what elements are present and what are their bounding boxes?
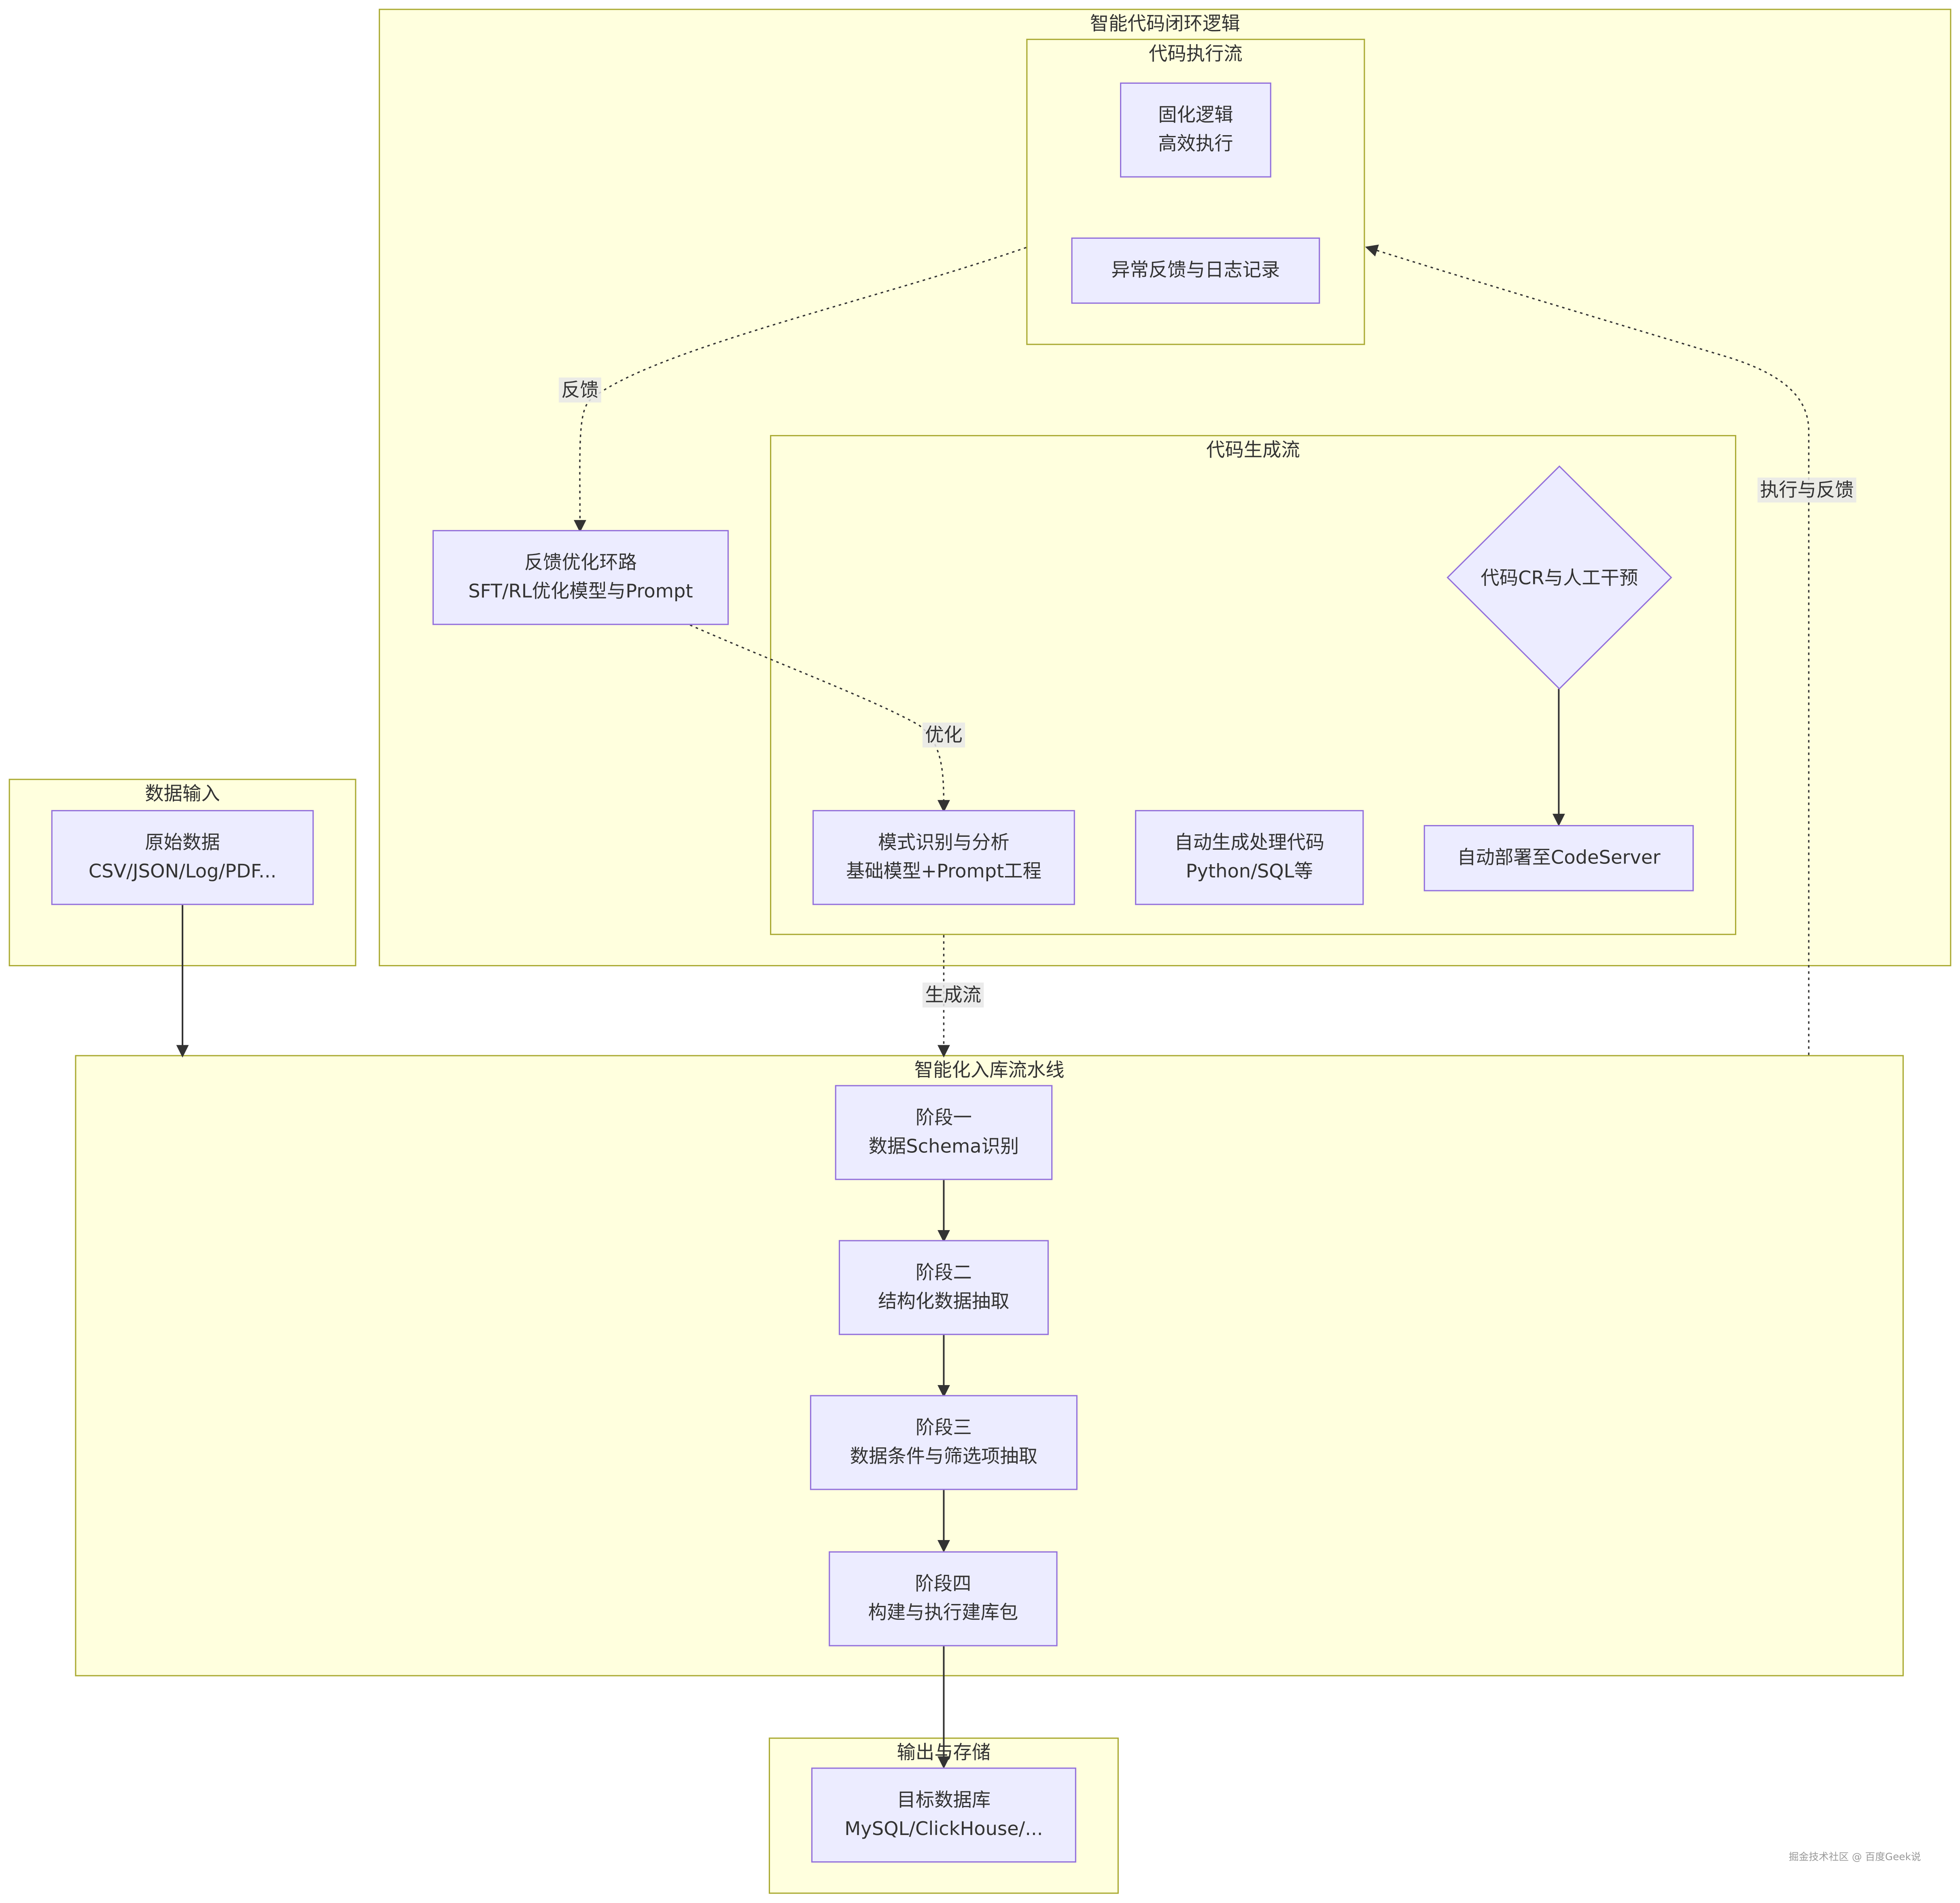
node-stage3-line2: 数据条件与筛选项抽取 xyxy=(850,1445,1038,1468)
node-stage2: 阶段二 结构化数据抽取 xyxy=(838,1240,1049,1335)
node-autogen-line1: 自动生成处理代码 xyxy=(1174,831,1325,854)
cluster-title-exec-flow: 代码执行流 xyxy=(1149,42,1243,65)
watermark-text: 掘金技术社区 @ 百度Geek说 xyxy=(1788,1851,1921,1863)
node-fixed-logic-line1: 固化逻辑 xyxy=(1158,104,1233,127)
node-exception-log-line1: 异常反馈与日志记录 xyxy=(1111,259,1280,282)
node-pattern-line2: 基础模型+Prompt工程 xyxy=(846,860,1042,883)
node-pattern: 模式识别与分析 基础模型+Prompt工程 xyxy=(812,810,1075,905)
node-autogen-line2: Python/SQL等 xyxy=(1186,860,1313,883)
cluster-title-closed-loop: 智能代码闭环逻辑 xyxy=(1090,12,1240,35)
node-feedback-loop-line1: 反馈优化环路 xyxy=(524,551,637,574)
node-stage2-line1: 阶段二 xyxy=(915,1261,972,1284)
node-raw-data-line2: CSV/JSON/Log/PDF... xyxy=(88,860,277,883)
node-stage4-line2: 构建与执行建库包 xyxy=(868,1601,1018,1624)
cluster-title-pipeline: 智能化入库流水线 xyxy=(914,1059,1065,1082)
node-feedback-loop-line2: SFT/RL优化模型与Prompt xyxy=(468,580,693,603)
cluster-title-data-input: 数据输入 xyxy=(145,782,220,805)
node-raw-data: 原始数据 CSV/JSON/Log/PDF... xyxy=(51,810,314,905)
node-stage1-line1: 阶段一 xyxy=(915,1106,972,1129)
node-stage3-line1: 阶段三 xyxy=(915,1416,972,1439)
node-fixed-logic-line2: 高效执行 xyxy=(1158,132,1233,155)
edge-label-optimize: 优化 xyxy=(922,722,965,748)
node-target-db: 目标数据库 MySQL/ClickHouse/... xyxy=(811,1767,1076,1863)
node-deploy-line1: 自动部署至CodeServer xyxy=(1457,846,1661,869)
node-stage1-line2: 数据Schema识别 xyxy=(868,1135,1019,1158)
node-stage4-line1: 阶段四 xyxy=(915,1572,972,1595)
node-code-cr: 代码CR与人工干预 xyxy=(1446,465,1672,690)
cluster-title-gen-flow: 代码生成流 xyxy=(1206,439,1300,461)
node-stage1: 阶段一 数据Schema识别 xyxy=(835,1085,1053,1180)
node-fixed-logic: 固化逻辑 高效执行 xyxy=(1120,82,1271,178)
node-code-cr-label: 代码CR与人工干预 xyxy=(1481,566,1638,590)
node-stage2-line2: 结构化数据抽取 xyxy=(878,1290,1010,1313)
node-pattern-line1: 模式识别与分析 xyxy=(878,831,1010,854)
node-autogen: 自动生成处理代码 Python/SQL等 xyxy=(1135,810,1364,905)
node-stage4: 阶段四 构建与执行建库包 xyxy=(829,1551,1058,1646)
node-feedback-loop: 反馈优化环路 SFT/RL优化模型与Prompt xyxy=(432,530,729,625)
node-target-db-line2: MySQL/ClickHouse/... xyxy=(844,1817,1043,1840)
edge-feedback xyxy=(573,247,1027,533)
edge-label-feedback: 反馈 xyxy=(558,377,602,403)
edge-label-generate: 生成流 xyxy=(922,982,984,1008)
node-raw-data-line1: 原始数据 xyxy=(145,831,220,854)
edge-optimize xyxy=(689,624,950,813)
node-exception-log: 异常反馈与日志记录 xyxy=(1071,237,1320,304)
decision-diamond-shape xyxy=(1447,465,1672,690)
edge-exec-feedback xyxy=(1365,244,1809,1055)
edge-label-exec-feedback: 执行与反馈 xyxy=(1757,477,1856,503)
node-target-db-line1: 目标数据库 xyxy=(897,1788,991,1812)
node-stage3: 阶段三 数据条件与筛选项抽取 xyxy=(810,1395,1078,1490)
node-deploy: 自动部署至CodeServer xyxy=(1423,825,1694,891)
